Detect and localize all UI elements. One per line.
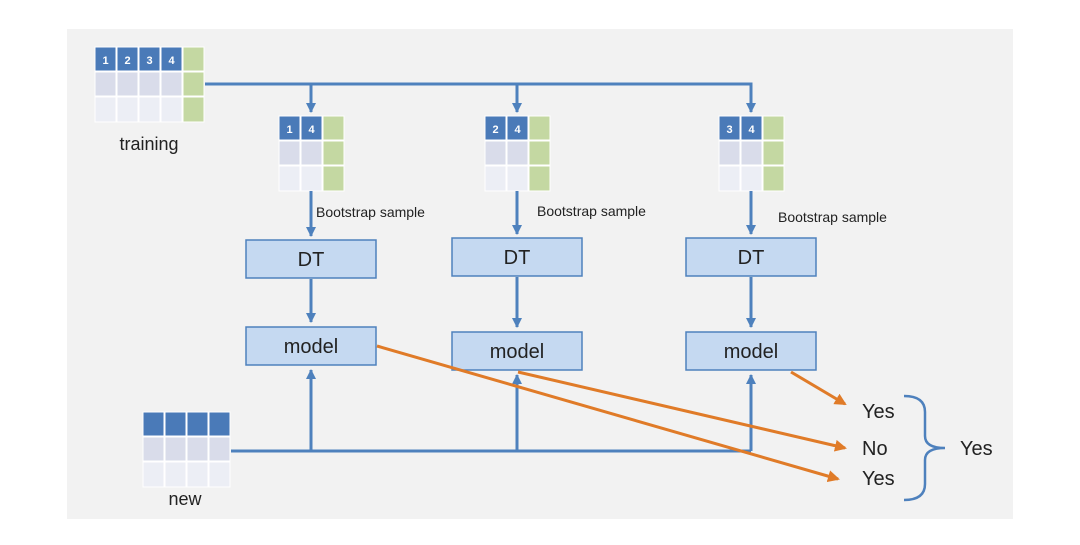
sample-header-text: 4 <box>308 124 315 136</box>
training-cell <box>94 71 117 97</box>
training-header-text: 2 <box>124 55 130 67</box>
training-table: 1 2 3 4 <box>94 46 205 123</box>
new-header-cell <box>142 411 165 437</box>
training-label-cell <box>182 46 205 72</box>
model-2-prediction-arrow <box>517 370 847 452</box>
bootstrap-caption-2: Bootstrap sample <box>537 203 646 219</box>
sample-cell <box>300 140 323 166</box>
sample-header-cell <box>278 115 301 141</box>
new-cell <box>208 436 231 462</box>
prediction-1: Yes <box>862 401 895 423</box>
sample-header-cell <box>506 115 529 141</box>
sample-header-text: 3 <box>726 124 732 136</box>
sample-header-text: 4 <box>514 124 521 136</box>
model-1-prediction-arrow <box>376 344 840 482</box>
sample-header-cell <box>740 115 763 141</box>
sample-label-cell <box>762 140 785 166</box>
training-cell <box>160 71 183 97</box>
training-header-cell <box>94 46 117 72</box>
sample-cell <box>278 140 301 166</box>
new-cell <box>142 436 165 462</box>
new-header-cell <box>186 411 209 437</box>
training-cell <box>138 71 161 97</box>
sample-header-cell <box>718 115 741 141</box>
model-label-2: model <box>490 341 544 363</box>
new-header-cell <box>164 411 187 437</box>
training-label: training <box>119 134 178 154</box>
training-label-cell <box>182 96 205 123</box>
sample-label-cell <box>762 165 785 192</box>
aggregation-brace <box>903 394 946 502</box>
sample-cell <box>278 165 301 192</box>
training-cell <box>116 71 139 97</box>
sample-cell <box>740 140 763 166</box>
model-box-3 <box>685 331 817 371</box>
sample-header-cell <box>484 115 507 141</box>
sample-label-cell <box>322 115 345 141</box>
sample-cell <box>484 165 507 192</box>
training-header-text: 4 <box>168 55 175 67</box>
sample-cell <box>484 140 507 166</box>
training-cell <box>160 96 183 123</box>
sample-cell <box>740 165 763 192</box>
new-cell <box>186 461 209 488</box>
training-label-cell <box>182 71 205 97</box>
bootstrap-sample-2-table: 2 4 <box>484 115 551 192</box>
new-data-table <box>142 411 231 488</box>
sample-label-cell <box>322 165 345 192</box>
new-cell <box>208 461 231 488</box>
sample-header-text: 4 <box>748 124 755 136</box>
training-header-cell <box>138 46 161 72</box>
prediction-3: Yes <box>862 468 895 490</box>
model-box-2 <box>451 331 583 371</box>
training-cell <box>94 96 117 123</box>
dt-box-2 <box>451 237 583 277</box>
model-box-1 <box>245 326 377 366</box>
sample-cell <box>718 140 741 166</box>
sample-label-cell <box>322 140 345 166</box>
training-header-cell <box>160 46 183 72</box>
new-cell <box>164 461 187 488</box>
dt-box-3 <box>685 237 817 277</box>
final-vote: Yes <box>960 438 993 460</box>
model-label-3: model <box>724 341 778 363</box>
sample-header-cell <box>300 115 323 141</box>
dt-label-2: DT <box>504 247 531 269</box>
new-cell <box>164 436 187 462</box>
new-cell <box>142 461 165 488</box>
training-header-text: 3 <box>146 55 152 67</box>
bootstrap-sample-1-table: 1 4 <box>278 115 345 192</box>
dt-label-1: DT <box>298 249 325 271</box>
sample-label-cell <box>762 115 785 141</box>
sample-cell <box>300 165 323 192</box>
model-3-prediction-arrow <box>790 370 847 406</box>
training-header-cell <box>116 46 139 72</box>
new-cell <box>186 436 209 462</box>
bootstrap-caption-3: Bootstrap sample <box>778 209 887 225</box>
training-header-text: 1 <box>102 55 108 67</box>
training-cell <box>116 96 139 123</box>
sample-label-cell <box>528 140 551 166</box>
sample-cell <box>506 140 529 166</box>
sample-header-text: 2 <box>492 124 498 136</box>
bootstrap-sample-3-table: 3 4 <box>718 115 785 192</box>
dt-label-3: DT <box>738 247 765 269</box>
new-header-cell <box>208 411 231 437</box>
dt-box-1 <box>245 239 377 279</box>
sample-label-cell <box>528 165 551 192</box>
sample-label-cell <box>528 115 551 141</box>
bootstrap-caption-1: Bootstrap sample <box>316 204 425 220</box>
training-cell <box>138 96 161 123</box>
training-distribution-line <box>205 82 756 113</box>
sample-cell <box>718 165 741 192</box>
sample-cell <box>506 165 529 192</box>
new-data-label: new <box>168 489 202 509</box>
prediction-2: No <box>862 438 888 460</box>
sample-header-text: 1 <box>286 124 292 136</box>
model-label-1: model <box>284 336 338 358</box>
